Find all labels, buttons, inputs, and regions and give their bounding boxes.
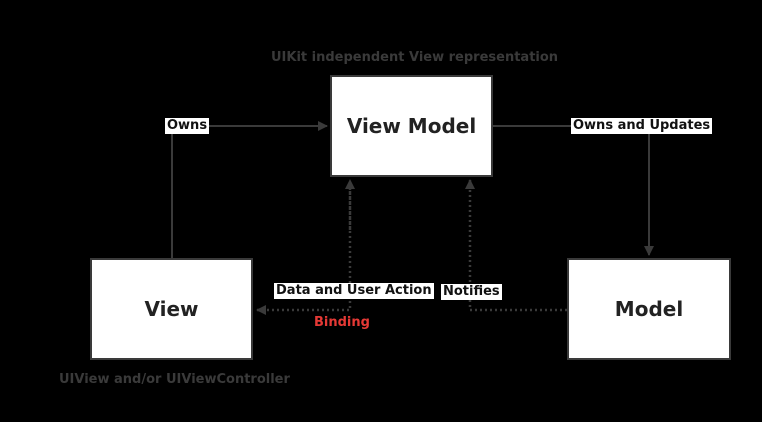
view-box: View xyxy=(90,258,253,360)
edge-binding-to-view xyxy=(256,191,352,315)
owns-and-updates-label: Owns and Updates xyxy=(571,118,713,134)
notifies-label: Notifies xyxy=(441,284,502,300)
view-caption: UIView and/or UIViewController xyxy=(59,372,290,387)
model-box: Model xyxy=(567,258,731,360)
data-and-user-action-label: Data and User Action xyxy=(274,283,434,299)
view-model-box: View Model xyxy=(330,75,493,177)
binding-label: Binding xyxy=(314,315,370,330)
view-model-caption: UIKit independent View representation xyxy=(271,50,559,65)
edge-notifies xyxy=(465,179,567,312)
edge-owns-and-updates xyxy=(493,125,654,256)
owns-label: Owns xyxy=(165,118,210,134)
edge-owns xyxy=(171,121,328,258)
